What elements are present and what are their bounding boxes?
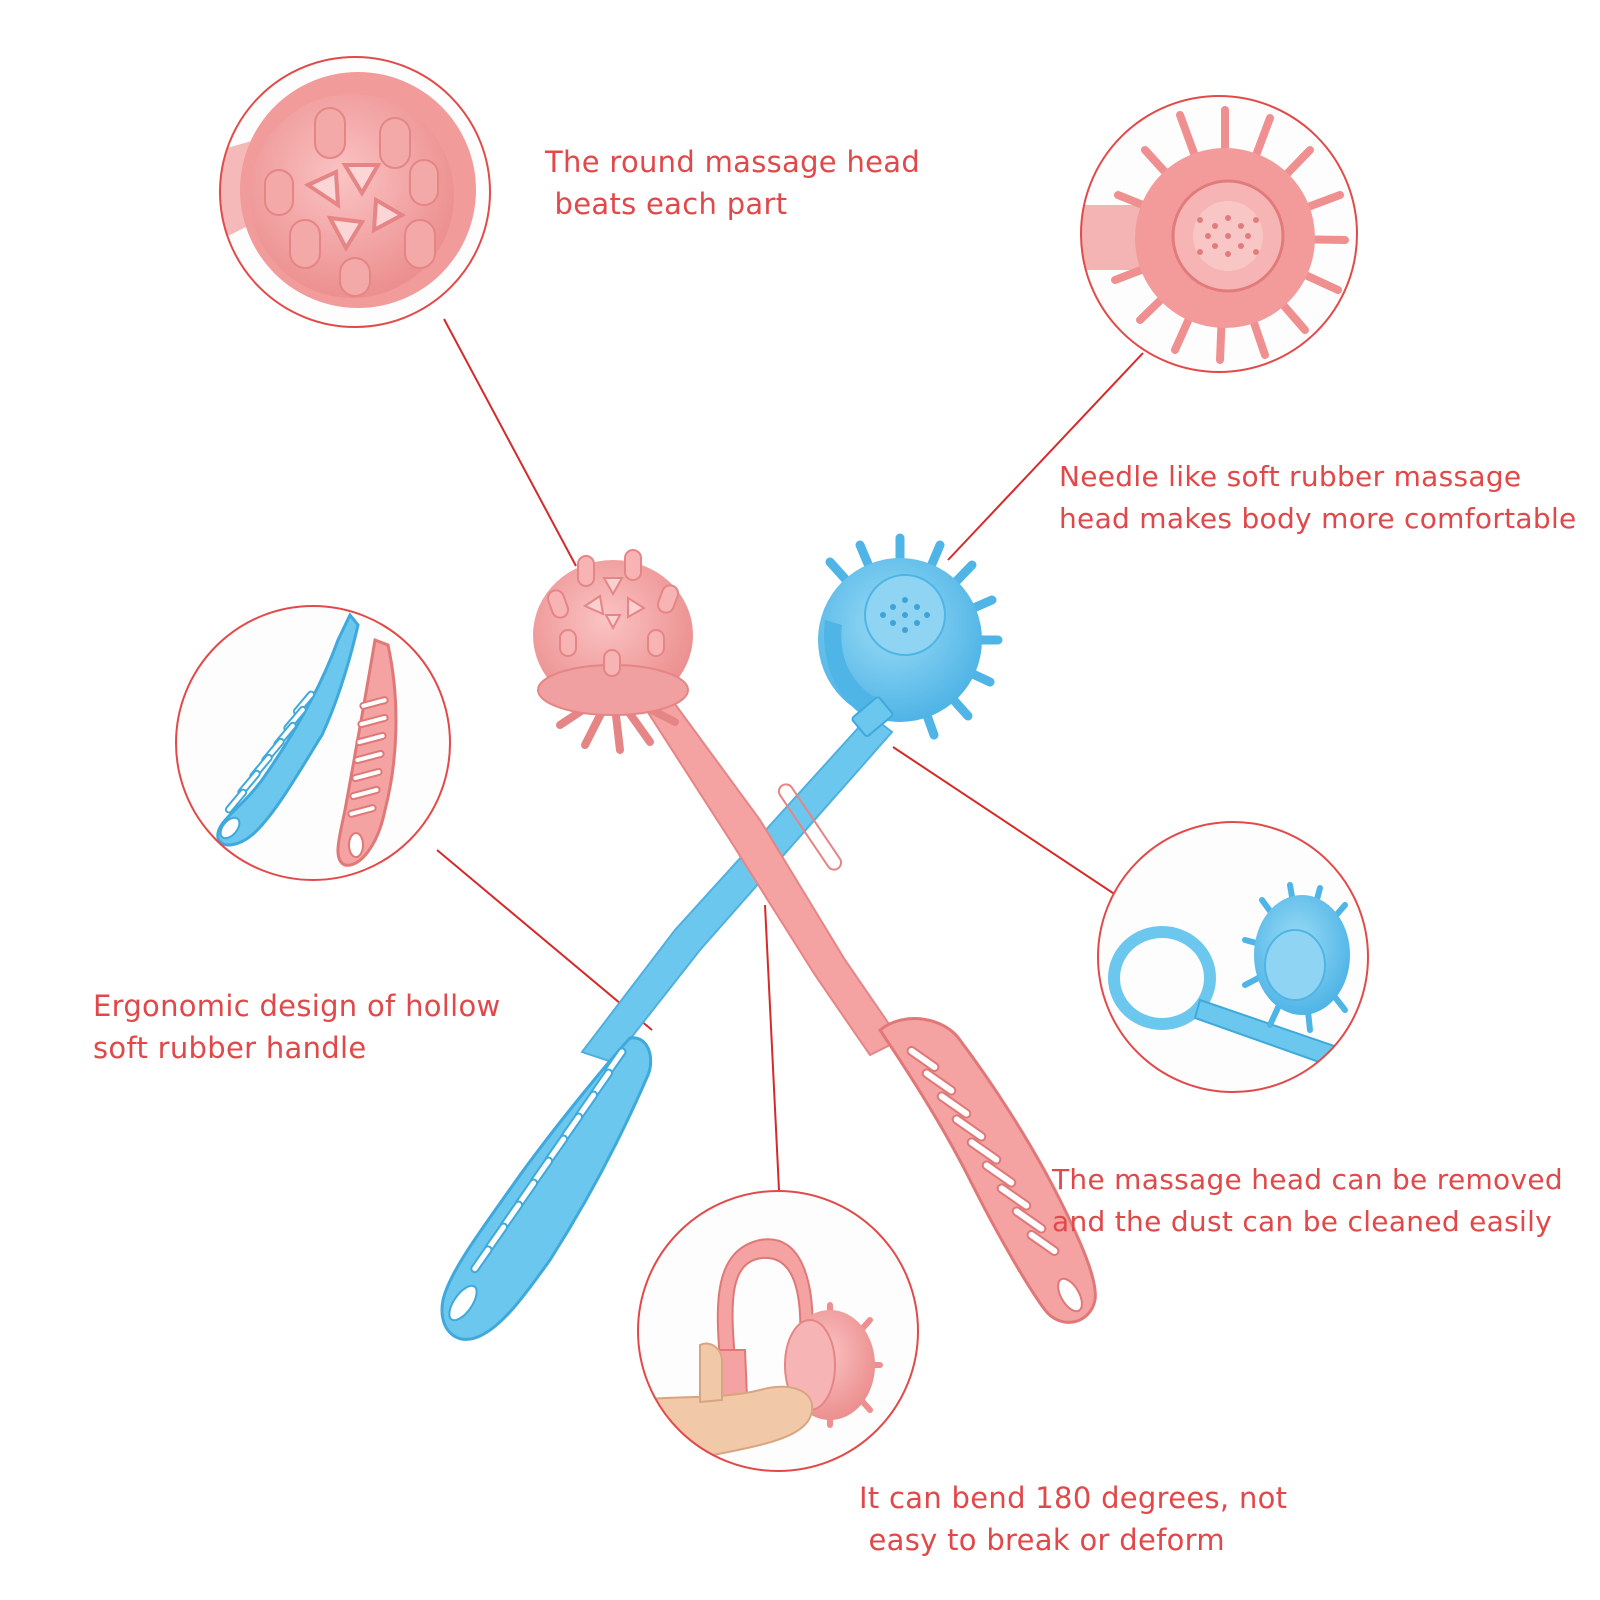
pink-stem-text bbox=[777, 783, 843, 871]
blue-massage-brush bbox=[440, 533, 1003, 1341]
caption-removable-line-2: and the dust can be cleaned easily bbox=[1052, 1205, 1553, 1238]
pink-round-head bbox=[533, 549, 693, 754]
detail-round-head bbox=[219, 56, 491, 328]
leader-needle-head bbox=[947, 352, 1144, 561]
caption-removable: The massage head can be removed and the … bbox=[1052, 1159, 1563, 1243]
caption-needle-head-line-1: Needle like soft rubber massage bbox=[1059, 460, 1522, 493]
caption-needle-head-line-2: head makes body more comfortable bbox=[1059, 502, 1577, 535]
detail-hollow-handles bbox=[175, 605, 451, 881]
blue-needle-head bbox=[818, 533, 1003, 740]
caption-handle-line-1: Ergonomic design of hollow bbox=[93, 989, 501, 1023]
pink-massage-brush bbox=[533, 549, 1097, 1324]
leader-bend bbox=[764, 904, 780, 1191]
caption-round-head-line-2: beats each part bbox=[545, 187, 788, 221]
caption-bend: It can bend 180 degrees, not easy to bre… bbox=[859, 1477, 1287, 1561]
blue-handle-grip bbox=[440, 1036, 653, 1341]
callout-lines bbox=[436, 318, 1144, 1191]
caption-removable-line-1: The massage head can be removed bbox=[1052, 1163, 1563, 1196]
caption-handle: Ergonomic design of hollow soft rubber h… bbox=[93, 985, 501, 1069]
leader-handle bbox=[436, 849, 653, 1031]
caption-needle-head: Needle like soft rubber massage head mak… bbox=[1059, 456, 1577, 540]
caption-round-head: The round massage head beats each part bbox=[545, 141, 920, 225]
detail-bend-180 bbox=[637, 1190, 919, 1472]
caption-round-head-line-1: The round massage head bbox=[545, 145, 921, 179]
detail-needle-head bbox=[1080, 95, 1358, 373]
detail-removable-head bbox=[1097, 821, 1369, 1093]
pink-grip-slots bbox=[906, 1045, 1083, 1313]
leader-removable bbox=[892, 746, 1132, 906]
caption-bend-line-1: It can bend 180 degrees, not bbox=[859, 1481, 1288, 1515]
leader-round-head bbox=[443, 318, 577, 567]
caption-bend-line-2: easy to break or deform bbox=[859, 1523, 1225, 1557]
caption-handle-line-2: soft rubber handle bbox=[93, 1031, 367, 1065]
blue-grip-slots bbox=[448, 1047, 627, 1322]
